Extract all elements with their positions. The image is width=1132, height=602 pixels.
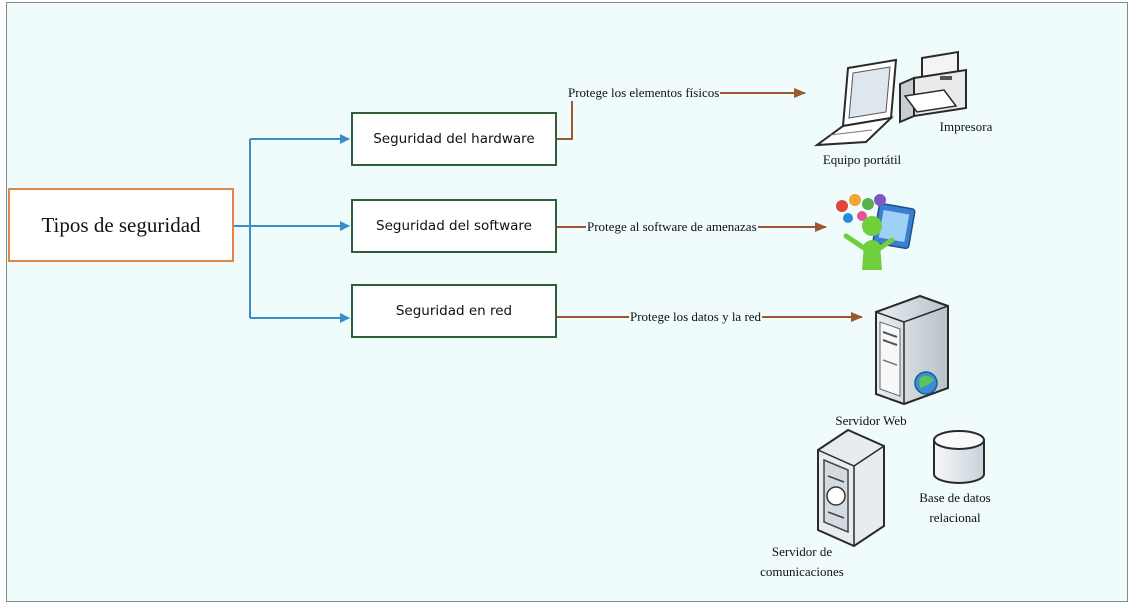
node-software: Seguridad del software	[351, 199, 557, 253]
communications-server-icon	[817, 428, 885, 548]
comm-server-caption: Servidor de comunicaciones	[742, 542, 862, 582]
node-tipos-de-seguridad: Tipos de seguridad	[8, 188, 234, 262]
printer-icon	[899, 50, 967, 124]
database-caption-line2: relacional	[929, 510, 981, 525]
edge-label-software: Protege al software de amenazas	[586, 219, 758, 235]
node-tipos-de-seguridad-label: Tipos de seguridad	[41, 212, 201, 237]
connector-layer	[234, 50, 985, 548]
edge-label-hardware: Protege los elementos físicos	[567, 85, 721, 101]
database-caption: Base de datos relacional	[900, 488, 1010, 528]
edge-label-network: Protege los datos y la red	[629, 309, 763, 325]
root-connectors	[234, 134, 350, 323]
node-network-label: Seguridad en red	[395, 303, 513, 319]
node-hardware: Seguridad del hardware	[351, 112, 557, 166]
database-icon	[933, 430, 985, 484]
database-caption-line1: Base de datos	[919, 490, 991, 505]
web-server-icon	[875, 294, 949, 406]
software-people-icon	[836, 194, 916, 270]
web-server-caption: Servidor Web	[816, 411, 926, 431]
node-network: Seguridad en red	[351, 284, 557, 338]
branch-arrows	[557, 88, 863, 322]
laptop-caption-text: Equipo portátil	[822, 152, 902, 167]
web-server-caption-text: Servidor Web	[835, 413, 907, 428]
printer-caption: Impresora	[916, 117, 1016, 137]
comm-server-caption-line2: comunicaciones	[760, 564, 844, 579]
node-hardware-label: Seguridad del hardware	[373, 131, 535, 147]
comm-server-caption-line1: Servidor de	[771, 544, 833, 559]
printer-caption-text: Impresora	[939, 119, 993, 134]
node-software-label: Seguridad del software	[376, 218, 532, 234]
laptop-caption: Equipo portátil	[812, 150, 912, 170]
diagram-canvas: Tipos de seguridad Seguridad del hardwar…	[6, 2, 1128, 602]
laptop-icon	[813, 58, 898, 147]
